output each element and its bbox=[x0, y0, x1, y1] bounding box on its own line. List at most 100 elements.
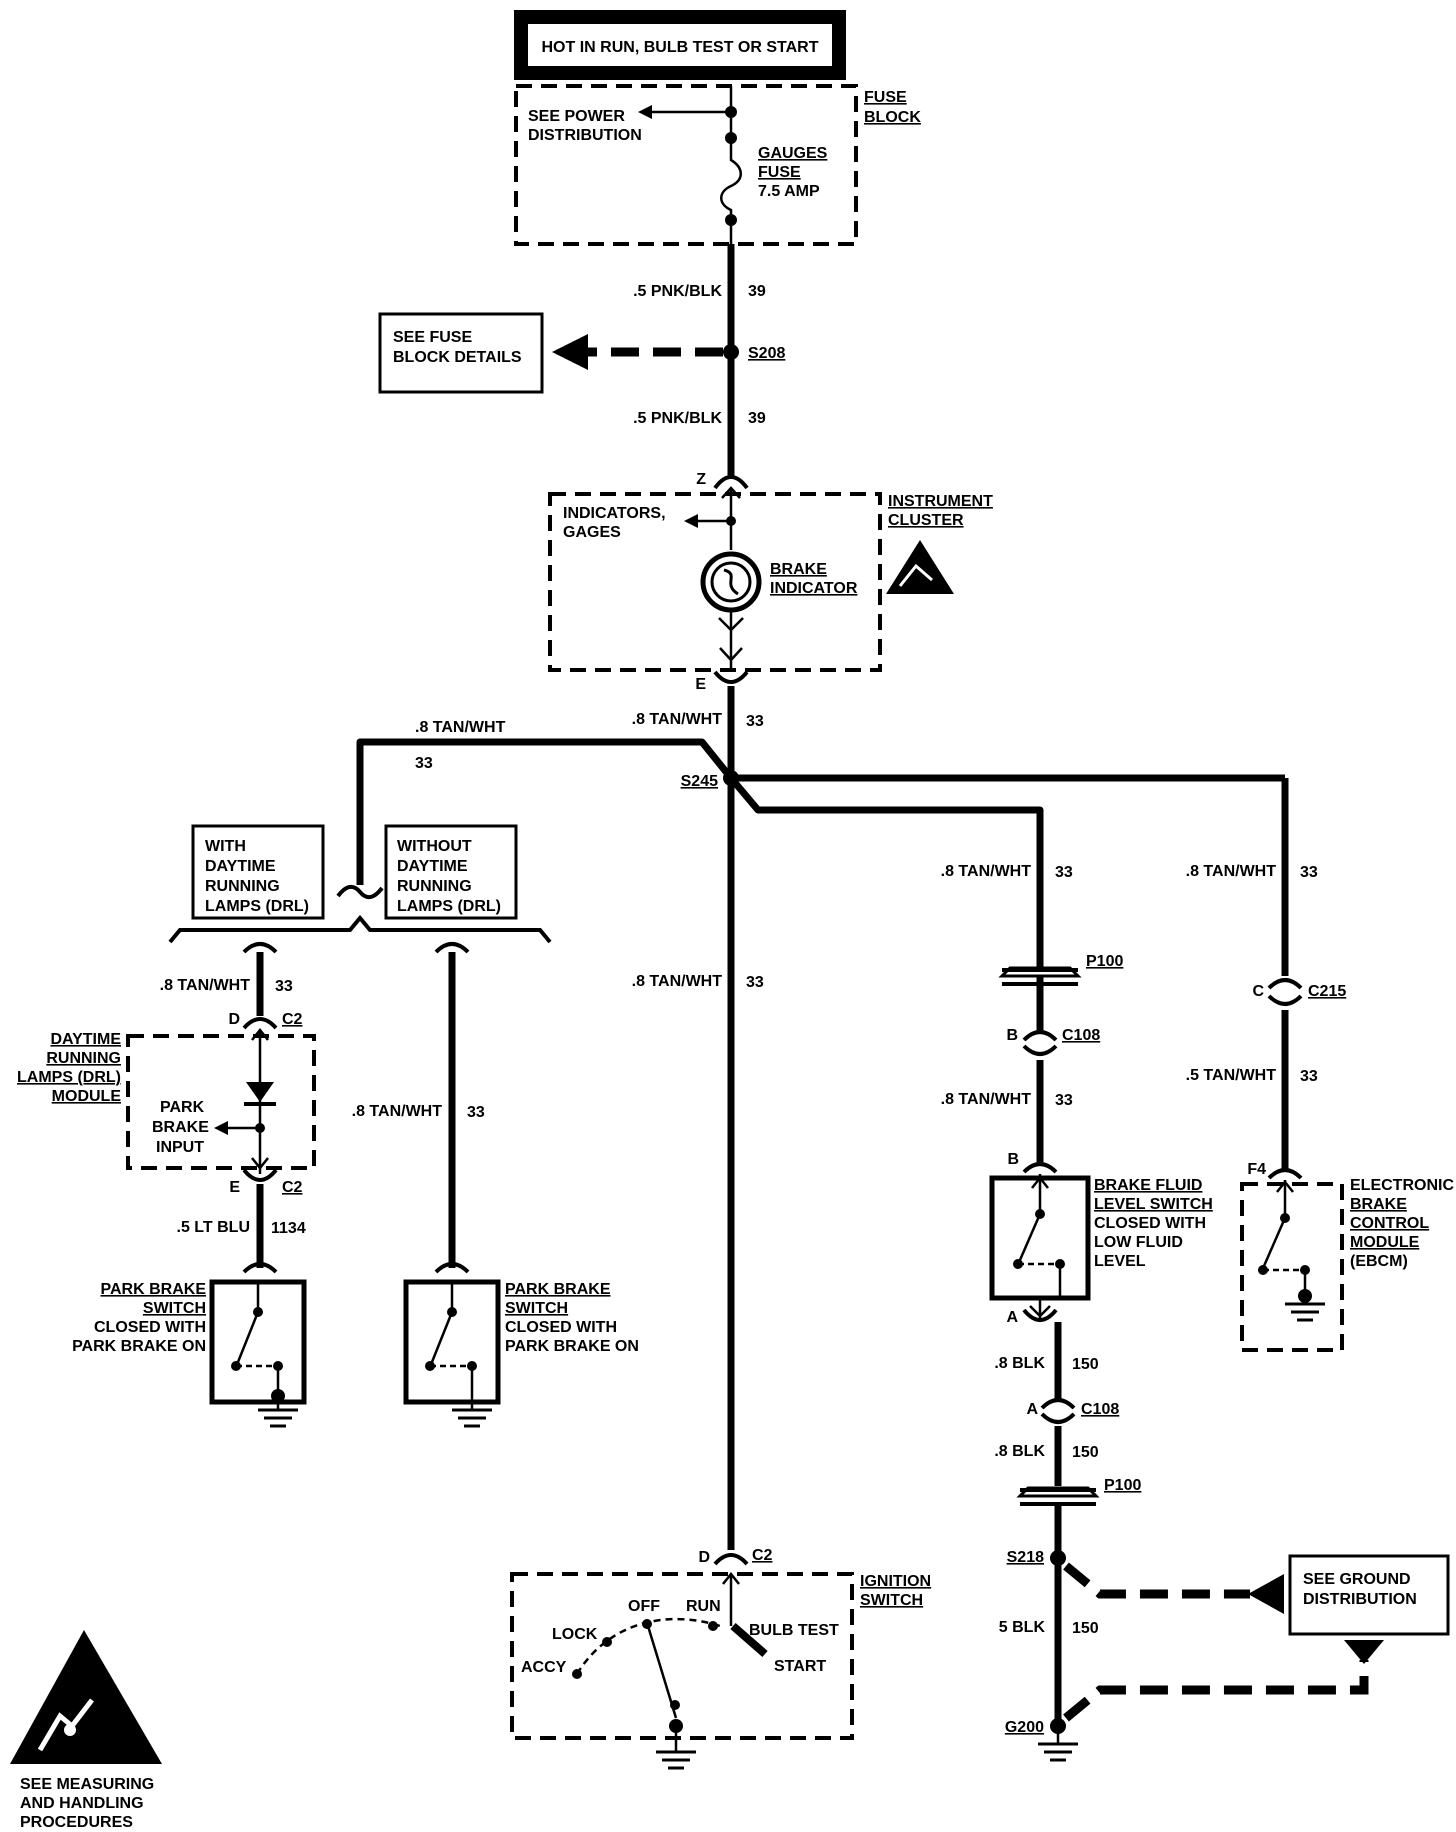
wire-label-blk-1: .8 BLK bbox=[994, 1355, 1045, 1372]
brake-fluid-pin-b bbox=[1022, 1162, 1058, 1174]
pin-e-label: E bbox=[695, 676, 706, 693]
fluid-switch-label-2: LEVEL SWITCH bbox=[1094, 1196, 1213, 1213]
with-drl-line-1: WITH bbox=[205, 838, 246, 855]
park-brake-drl-line-2: SWITCH bbox=[143, 1300, 206, 1317]
ground-icon bbox=[1038, 1742, 1078, 1762]
c108-pin-b-label: B bbox=[1006, 1027, 1018, 1044]
fluid-switch-pin-b-label: B bbox=[1007, 1151, 1019, 1168]
wire-label-tan-wht-drl: .8 TAN/WHT bbox=[415, 719, 506, 736]
ebcm-module: ELECTRONIC BRAKE CONTROL MODULE (EBCM) bbox=[1240, 1177, 1454, 1352]
wire-drl-branch bbox=[356, 738, 734, 885]
park-brake-no-drl-line-3: CLOSED WITH bbox=[505, 1319, 617, 1336]
power-source-label: HOT IN RUN, BULB TEST OR START bbox=[541, 39, 818, 56]
ground-icon bbox=[258, 1408, 298, 1428]
c108-pin-a-label: A bbox=[1026, 1401, 1038, 1418]
connector-pin-z bbox=[713, 475, 749, 490]
splice-s208-label: S208 bbox=[748, 345, 785, 362]
drl-pin-e-label: E bbox=[229, 1179, 240, 1196]
ignition-pin-d-label: D bbox=[698, 1549, 710, 1566]
ground-distribution-link bbox=[1063, 1562, 1250, 1599]
drl-input-label-2: BRAKE bbox=[152, 1119, 209, 1136]
p100-lower-label: P100 bbox=[1104, 1477, 1141, 1494]
drl-module-label-3: LAMPS (DRL) bbox=[17, 1069, 121, 1086]
fuse-label-1: GAUGES bbox=[758, 145, 828, 162]
fluid-switch-label-4: LOW FLUID bbox=[1094, 1234, 1183, 1251]
see-power-label-2: DISTRIBUTION bbox=[528, 127, 642, 144]
ebcm-pin-f4-label: F4 bbox=[1247, 1161, 1266, 1178]
ebcm-label-4: MODULE bbox=[1350, 1234, 1420, 1251]
splice-s208 bbox=[723, 344, 739, 360]
fuse-icon bbox=[720, 138, 742, 220]
wire-label-blk-2: .8 BLK bbox=[994, 1443, 1045, 1460]
wire-label-tan-wht-trunk: .8 TAN/WHT bbox=[632, 711, 723, 728]
ignition-c2-label: C2 bbox=[752, 1547, 773, 1564]
ignition-switch-label-1: IGNITION bbox=[860, 1573, 931, 1590]
see-ground-box: SEE GROUND DISTRIBUTION bbox=[1288, 1554, 1450, 1636]
power-source-box: HOT IN RUN, BULB TEST OR START bbox=[514, 10, 846, 80]
instrument-cluster-label-2: CLUSTER bbox=[888, 512, 964, 529]
arrow-left-icon bbox=[1248, 1574, 1284, 1614]
park-brake-drl-line-3: CLOSED WITH bbox=[94, 1319, 206, 1336]
with-drl-line-4: LAMPS (DRL) bbox=[205, 898, 309, 915]
connector-p100-upper bbox=[998, 966, 1082, 986]
park-brake-drl-line-1: PARK BRAKE bbox=[101, 1281, 207, 1298]
ground-icon bbox=[656, 1750, 696, 1770]
p100-upper-label: P100 bbox=[1086, 953, 1123, 970]
park-brake-switch-drl: PARK BRAKE SWITCH CLOSED WITH PARK BRAKE… bbox=[72, 1279, 307, 1428]
connector-c108-pin-a bbox=[1040, 1398, 1076, 1410]
wire-circuit-1134-label: 1134 bbox=[271, 1220, 306, 1237]
connector-c2-pin-d bbox=[242, 1017, 278, 1030]
wire-circuit-33-ebcm-label: 33 bbox=[1300, 864, 1318, 881]
wire-circuit-150-label-1: 150 bbox=[1072, 1356, 1099, 1373]
wire-circuit-33-drl-label: 33 bbox=[415, 755, 433, 772]
drl-module: DAYTIME RUNNING LAMPS (DRL) MODULE PARK … bbox=[17, 1027, 316, 1174]
drl-input-label-1: PARK bbox=[160, 1099, 205, 1116]
see-ground-line-2: DISTRIBUTION bbox=[1303, 1591, 1417, 1608]
esd-notice: SEE MEASURING AND HANDLING PROCEDURES bbox=[10, 1630, 162, 1831]
connector-c215 bbox=[1267, 978, 1303, 990]
wire-circuit-39-label-1: 39 bbox=[748, 283, 766, 300]
brake-fluid-pin-a bbox=[1022, 1308, 1058, 1322]
wire-label-lt-blu: .5 LT BLU bbox=[177, 1219, 250, 1236]
drl-module-label-1: DAYTIME bbox=[50, 1031, 121, 1048]
ground-g200-link bbox=[1063, 1660, 1369, 1722]
esd-warning-icon bbox=[10, 1630, 162, 1764]
with-drl-line-2: DAYTIME bbox=[205, 858, 276, 875]
fuse-block-label-2: BLOCK bbox=[864, 109, 921, 126]
see-fuse-block-box: SEE FUSE BLOCK DETAILS bbox=[378, 312, 544, 394]
ignition-off-label: OFF bbox=[628, 1598, 660, 1615]
fuse-label-2: FUSE bbox=[758, 164, 801, 181]
see-fuse-block-line-2: BLOCK DETAILS bbox=[393, 349, 522, 366]
connector-pin-e bbox=[713, 670, 749, 684]
splice-s245-label: S245 bbox=[681, 773, 718, 790]
fluid-switch-pin-a-label: A bbox=[1006, 1309, 1018, 1326]
with-drl-line-3: RUNNING bbox=[205, 878, 280, 895]
ground-icon bbox=[1285, 1302, 1325, 1322]
arrow-left-icon bbox=[638, 105, 652, 119]
c215-label: C215 bbox=[1308, 983, 1346, 1000]
wire-circuit-33-ebcm-lower-label: 33 bbox=[1300, 1068, 1318, 1085]
c108-upper-label: C108 bbox=[1062, 1027, 1100, 1044]
drl-c2-bottom-label: C2 bbox=[282, 1179, 303, 1196]
switch-contact-icon bbox=[1018, 1213, 1042, 1261]
wire-brake-fluid-branch bbox=[728, 775, 1044, 1010]
diode-icon bbox=[246, 1082, 274, 1102]
wire-circuit-150-label-3: 150 bbox=[1072, 1620, 1099, 1637]
pin-z-label: Z bbox=[696, 471, 706, 488]
fuse-block: FUSE BLOCK SEE POWER DISTRIBUTION GAUGES… bbox=[514, 84, 921, 246]
arrow-left-icon bbox=[684, 514, 698, 528]
see-fuse-block-line-1: SEE FUSE bbox=[393, 329, 472, 346]
option-bracket bbox=[168, 914, 552, 944]
fluid-switch-label-3: CLOSED WITH bbox=[1094, 1215, 1206, 1232]
wire-circuit-33-no-drl-label: 33 bbox=[467, 1104, 485, 1121]
see-power-label-1: SEE POWER bbox=[528, 108, 625, 125]
wire-label-tan-wht-drl-module: .8 TAN/WHT bbox=[160, 977, 251, 994]
esd-notice-line-1: SEE MEASURING bbox=[20, 1776, 154, 1793]
park-brake-switch-no-drl: PARK BRAKE SWITCH CLOSED WITH PARK BRAKE… bbox=[403, 1279, 639, 1428]
park-brake-no-drl-line-4: PARK BRAKE ON bbox=[505, 1338, 639, 1355]
ebcm-label-2: BRAKE bbox=[1350, 1196, 1407, 1213]
switch-contact-icon bbox=[430, 1311, 454, 1363]
switch-contact-icon bbox=[1262, 1217, 1287, 1267]
wire-circuit-150-label-2: 150 bbox=[1072, 1444, 1099, 1461]
